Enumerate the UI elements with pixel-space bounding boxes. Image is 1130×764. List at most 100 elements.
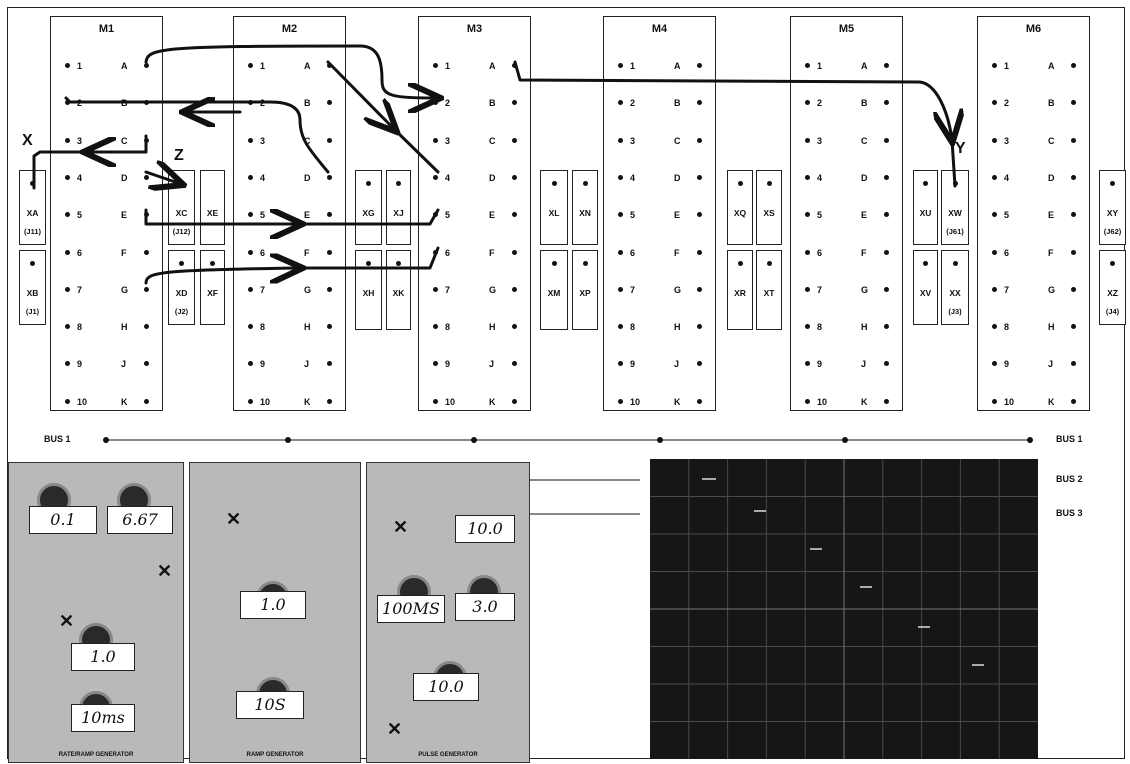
pin-dot <box>512 100 517 106</box>
jack-label: XB <box>26 288 39 298</box>
row-letter-label: B <box>1048 98 1055 109</box>
wire-m3a-xw <box>513 60 952 140</box>
jack-sublabel: (J3) <box>948 307 962 316</box>
row-letter-label: E <box>861 210 868 221</box>
row-number-label: 9 <box>445 359 451 370</box>
duration-mult-value: 3.0 <box>455 593 515 621</box>
pin-dot <box>884 249 889 255</box>
jack-xd: XD (J2) <box>168 250 195 325</box>
pin-dot <box>144 249 149 255</box>
row-number-label: 9 <box>77 359 83 370</box>
pin-dot <box>805 212 810 218</box>
pin-dot <box>805 398 810 404</box>
bus-dot <box>103 437 109 443</box>
jack-dot <box>737 261 743 266</box>
jack-dot <box>582 181 588 186</box>
row-number-label: 4 <box>445 172 451 183</box>
wire-to-xw <box>950 138 957 188</box>
pin-dot <box>65 212 70 218</box>
panel-title: RAMP GENERATOR <box>246 752 304 758</box>
pin-dot <box>618 286 623 292</box>
panel-title: RATE/RAMP GENERATOR <box>58 752 134 758</box>
row-letter-label: F <box>1048 247 1054 258</box>
jack-dot <box>396 261 401 266</box>
row-number-label: 8 <box>817 322 823 333</box>
jack-label: XS <box>763 208 775 218</box>
pin-dot <box>433 137 438 143</box>
pin-dot <box>248 249 253 255</box>
pin-dot <box>433 398 438 404</box>
jack-xn: XN <box>572 170 598 245</box>
jack-xj: XJ <box>386 170 411 245</box>
pin-dot <box>1071 361 1076 367</box>
pin-dot <box>618 324 623 330</box>
jack-dot <box>551 181 557 186</box>
row-number-label: 2 <box>630 98 636 109</box>
pin-dot <box>433 324 438 330</box>
pin-dot <box>805 286 810 292</box>
pin-dot <box>992 63 997 68</box>
pin-dot <box>805 324 810 330</box>
wire-m1a-m3-2 <box>144 44 438 98</box>
module-title: M4 <box>651 23 668 35</box>
row-letter-label: C <box>1048 135 1055 146</box>
jack-label: XU <box>919 208 932 218</box>
row-number-label: 10 <box>260 396 271 407</box>
row-number-label: 4 <box>260 172 266 183</box>
row-letter-label: E <box>674 210 681 221</box>
row-number-label: 9 <box>1004 359 1010 370</box>
jack-xq: XQ <box>727 170 753 245</box>
pin-dot <box>248 63 253 68</box>
pin-dot <box>65 174 70 180</box>
row-letter-label: K <box>121 396 128 407</box>
pin-dot <box>884 286 889 292</box>
row-number-label: 9 <box>817 359 823 370</box>
row-number-label: 8 <box>260 322 266 333</box>
row-letter-label: G <box>674 284 682 295</box>
row-number-label: 5 <box>817 210 823 221</box>
row-letter-label: G <box>861 284 869 295</box>
jack-xy: XY (J62) <box>1099 170 1126 245</box>
x-mark: ✕ <box>226 509 242 529</box>
bus1-label-left: BUS 1 <box>44 434 71 444</box>
pulse-duration-value: 100MS <box>377 595 445 623</box>
jack-label: XQ <box>733 208 747 218</box>
panel-ramp-generator: ✕ 1.0 10S RAMP GENERATOR <box>189 462 361 763</box>
row-number-label: 10 <box>445 396 456 407</box>
pin-dot <box>1071 212 1076 218</box>
pin-dot <box>144 286 149 292</box>
row-letter-label: E <box>304 210 311 221</box>
row-letter-label: H <box>1048 322 1055 333</box>
jack-xp: XP <box>572 250 598 330</box>
jack-dot <box>923 261 928 266</box>
pin-dot <box>884 174 889 180</box>
pin-dot <box>144 361 149 367</box>
jack-dot <box>952 261 958 266</box>
row-letter-label: C <box>304 135 311 146</box>
pin-dot <box>618 249 623 255</box>
pin-dot <box>327 398 332 404</box>
jack-xv: XV <box>913 250 938 325</box>
jack-xf: XF <box>200 250 225 325</box>
pin-dot <box>512 398 517 404</box>
pin-dot <box>327 137 332 143</box>
row-letter-label: D <box>121 172 128 183</box>
row-number-label: 6 <box>630 247 636 258</box>
pin-dot <box>884 212 889 218</box>
pin-dot <box>144 63 149 68</box>
jack-xz: XZ (J4) <box>1099 250 1126 325</box>
row-number-label: 1 <box>817 61 823 71</box>
bus1-label-right: BUS 1 <box>1056 434 1083 444</box>
x-mark: ✕ <box>393 517 409 537</box>
pin-dot <box>512 137 517 143</box>
row-number-label: 3 <box>260 135 266 146</box>
pin-dot <box>1071 286 1076 292</box>
row-number-label: 3 <box>817 135 823 146</box>
jack-label: XW <box>948 208 962 218</box>
jack-dot <box>366 181 371 186</box>
pin-dot <box>327 174 332 180</box>
module-title: M5 <box>838 23 855 35</box>
row-letter-label: H <box>489 322 496 333</box>
row-number-label: 3 <box>630 135 636 146</box>
